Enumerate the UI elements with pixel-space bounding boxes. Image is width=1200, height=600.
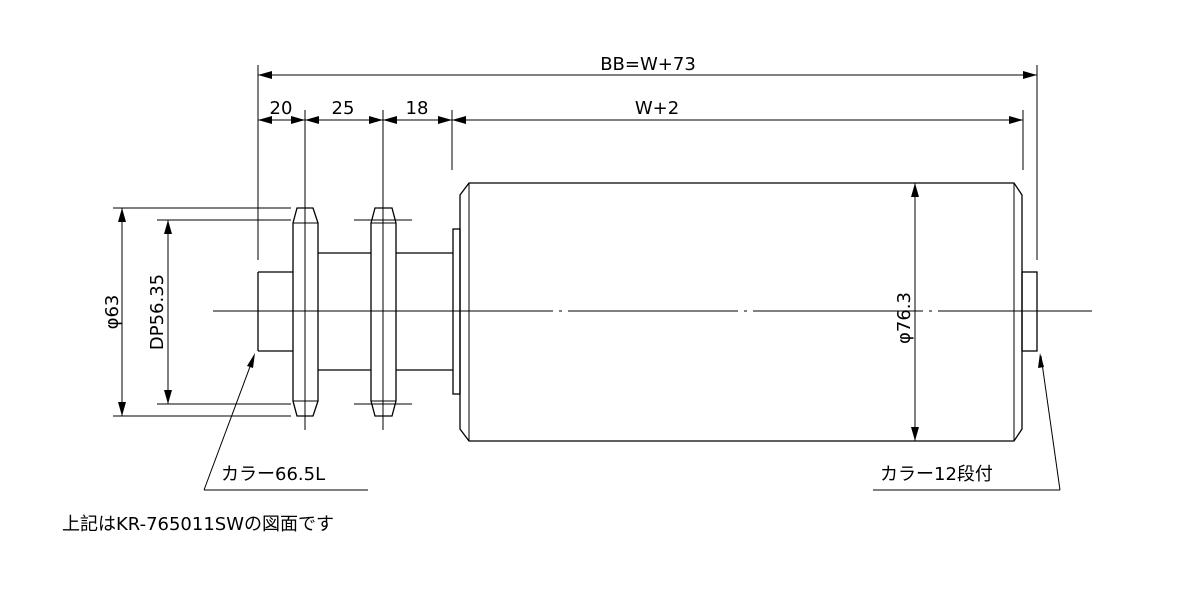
callout-right-collar: カラー12段付 xyxy=(873,353,1061,491)
dim-seg3-label: 18 xyxy=(406,98,429,119)
dim-pitch-dia: DP56.35 xyxy=(147,220,172,404)
dim-roller-dia: φ76.3 xyxy=(894,183,919,441)
roller-body xyxy=(459,182,1023,442)
dim-seg1-label: 20 xyxy=(270,98,293,119)
callout-left-collar-label: カラー66.5L xyxy=(221,464,325,485)
left-shaft xyxy=(257,271,293,352)
hub xyxy=(318,252,371,371)
drawing-note: 上記はKR-765011SWの図面です xyxy=(62,514,334,535)
dim-shaft-dia-label: φ63 xyxy=(102,295,123,330)
dim-shaft-dia: φ63 xyxy=(102,208,126,416)
callout-left-collar: カラー66.5L xyxy=(203,353,368,491)
dim-pitch-dia-label: DP56.35 xyxy=(147,274,168,350)
callout-right-collar-label: カラー12段付 xyxy=(880,464,993,485)
dim-overall-label: BB=W+73 xyxy=(600,54,696,75)
dim-body-label: W+2 xyxy=(635,98,679,119)
dim-chain: 20 25 18 W+2 xyxy=(258,98,1023,124)
dim-overall: BB=W+73 xyxy=(258,54,1037,79)
dim-roller-dia-label: φ76.3 xyxy=(894,292,915,344)
dim-seg2-label: 25 xyxy=(332,98,355,119)
right-collar xyxy=(1021,271,1038,352)
